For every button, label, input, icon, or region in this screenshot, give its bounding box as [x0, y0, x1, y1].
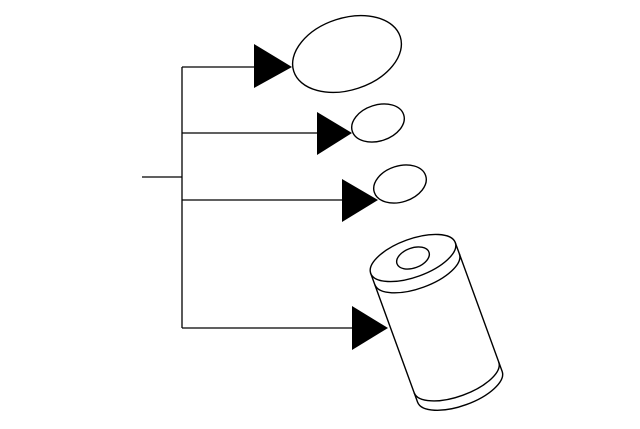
part-oval-gasket — [291, 14, 403, 94]
arrowhead-3 — [342, 179, 378, 222]
part-small-washer-lower — [373, 164, 427, 204]
cartridge-top-rim — [374, 253, 461, 294]
arrowhead-1 — [254, 44, 292, 88]
cartridge-center-hole — [395, 246, 431, 270]
cartridge-body — [369, 241, 504, 412]
arrowhead-2 — [317, 112, 352, 155]
cartridge-bottom-rim — [413, 361, 500, 402]
part-filter-cartridge — [369, 233, 504, 412]
arrowhead-4 — [352, 306, 388, 350]
part-small-washer-upper — [351, 103, 405, 143]
leader-lines — [142, 66, 353, 329]
arrowheads — [254, 44, 388, 350]
